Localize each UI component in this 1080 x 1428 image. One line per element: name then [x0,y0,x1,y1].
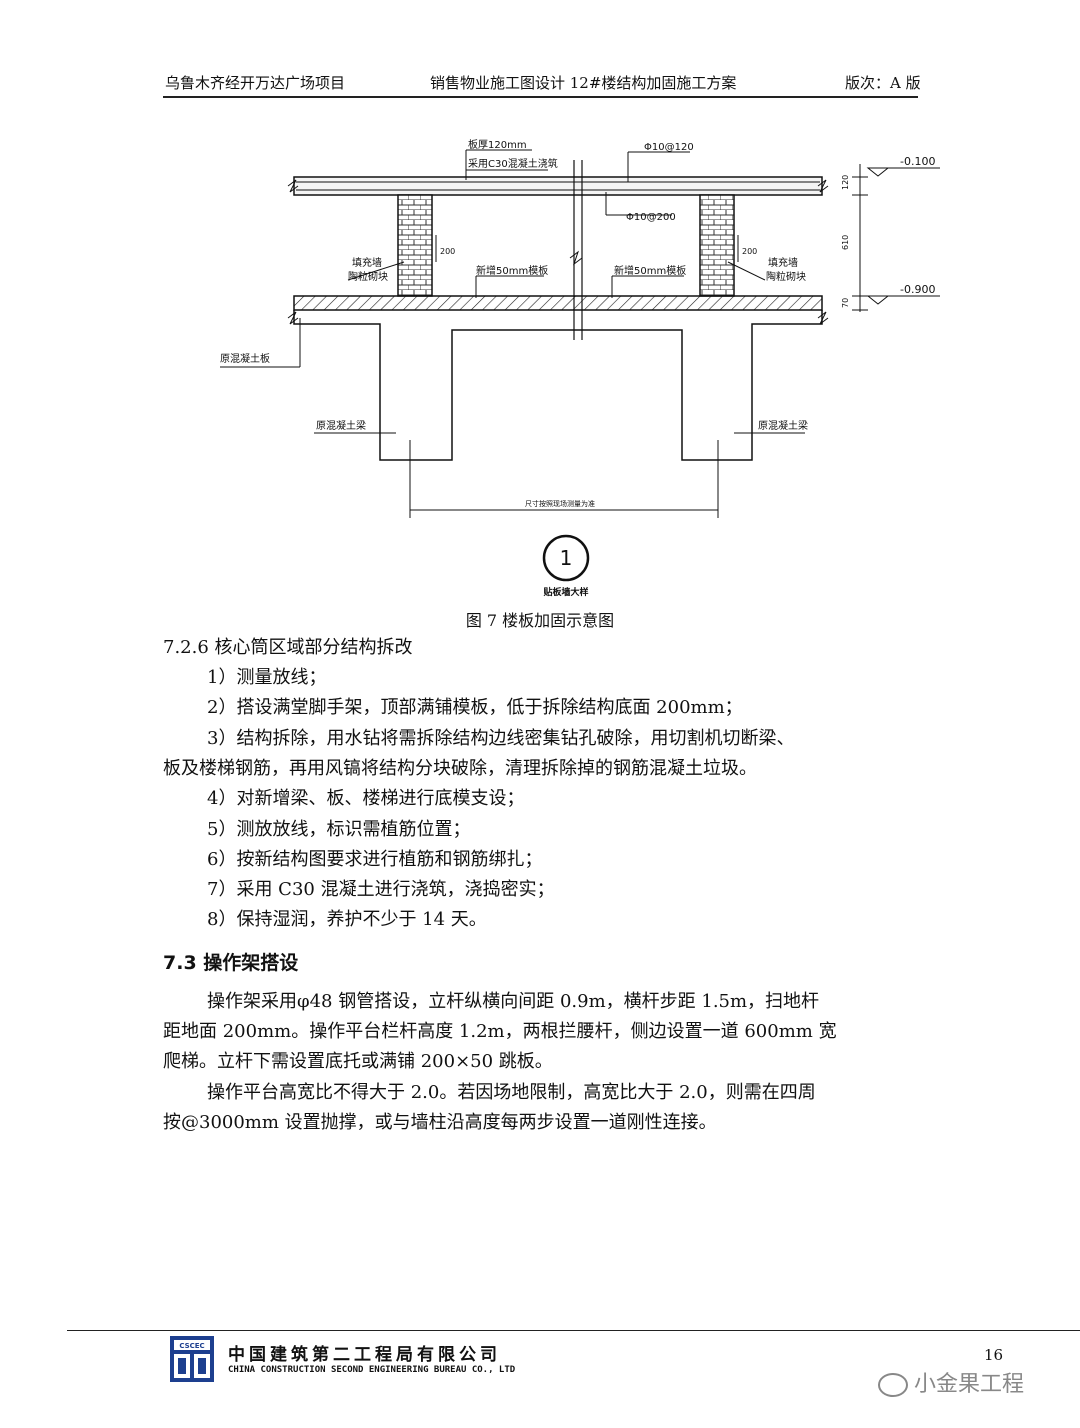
paragraph-line: 距地面 200mm。操作平台栏杆高度 1.2m，两根拦腰杆，侧边设置一道 600… [163,1021,837,1042]
paragraph-line: 操作架采用φ48 钢管搭设，立杆纵横向间距 0.9m，横杆步距 1.5m，扫地杆 [207,991,820,1012]
svg-text:板厚120mm: 板厚120mm [468,138,527,151]
svg-text:原混凝土梁: 原混凝土梁 [316,419,366,432]
svg-text:尺寸按照现场测量为准: 尺寸按照现场测量为准 [525,499,595,508]
svg-text:610: 610 [841,235,850,250]
svg-text:1: 1 [560,546,573,570]
footer-rule [67,1330,1080,1331]
svg-text:新增50mm模板: 新增50mm模板 [476,264,548,277]
step-item-continued: 板及楼梯钢筋，再用风镐将结构分块破除，清理拆除掉的钢筋混凝土垃圾。 [163,758,757,779]
paragraph-line: 按@3000mm 设置抛撑，或与墙柱沿高度每两步设置一道刚性连接。 [163,1112,717,1133]
svg-text:70: 70 [841,298,850,308]
fill-wall-left [397,194,433,297]
new-concrete-slab [293,176,823,196]
step-item: 3）结构拆除，用水钻将需拆除结构边线密集钻孔破除，用切割机切断梁、 [207,728,795,749]
original-slab-hatch [293,295,823,311]
step-item: 4）对新增梁、板、楼梯进行底模支设； [207,788,525,809]
svg-text:200: 200 [742,247,757,256]
company-name-cn: 中国建筑第二工程局有限公司 [228,1345,501,1365]
paragraph-line: 爬梯。立杆下需设置底托或满铺 200×50 跳板。 [163,1051,553,1072]
step-item: 8）保持湿润，养护不少于 14 天。 [207,909,487,930]
svg-text:贴板墙大样: 贴板墙大样 [543,586,588,598]
svg-text:Φ10@200: Φ10@200 [626,212,676,223]
svg-text:-0.100: -0.100 [900,155,935,168]
step-item: 6）按新结构图要求进行植筋和钢筋绑扎； [207,849,543,870]
header-version: 版次：A 版 [845,74,921,92]
svg-text:CSCEC: CSCEC [179,1342,204,1350]
step-item: 5）测放放线，标识需植筋位置； [207,819,471,840]
wechat-icon [878,1373,908,1397]
svg-text:原混凝土梁: 原混凝土梁 [758,419,808,432]
watermark: 小金果工程 [878,1366,1024,1398]
section-73-heading: 7.3 操作架搭设 [163,952,299,974]
svg-text:填充墙: 填充墙 [352,256,382,269]
svg-text:120: 120 [841,175,850,190]
header-document-title: 销售物业施工图设计 12#楼结构加固施工方案 [430,74,737,92]
cscec-logo: CSCEC [170,1336,214,1382]
original-slab-beams [293,310,823,461]
svg-text:-0.900: -0.900 [900,283,935,296]
svg-text:Φ10@120: Φ10@120 [644,142,694,153]
header-rule [163,96,918,98]
svg-text:采用C30混凝土浇筑: 采用C30混凝土浇筑 [468,157,558,170]
watermark-text: 小金果工程 [914,1372,1025,1397]
svg-text:新增50mm模板: 新增50mm模板 [614,264,686,277]
svg-text:200: 200 [440,247,455,256]
svg-text:填充墙: 填充墙 [768,256,798,269]
page-number: 16 [984,1346,1004,1364]
step-item: 7）采用 C30 混凝土进行浇筑，浇捣密实； [207,879,555,900]
header-project: 乌鲁木齐经开万达广场项目 [165,74,346,92]
svg-text:陶粒砌块: 陶粒砌块 [766,270,806,283]
floor-slab-reinforcement-drawing: 板厚120mm 采用C30混凝土浇筑 Φ10@120 Φ10@200 -0.10… [220,138,940,598]
svg-text:陶粒砌块: 陶粒砌块 [348,270,388,283]
company-name-en: CHINA CONSTRUCTION SECOND ENGINEERING BU… [228,1365,516,1375]
section-726-title: 7.2.6 核心筒区域部分结构拆改 [163,637,413,658]
detail-circle [542,534,590,582]
step-item: 1）测量放线； [207,667,327,688]
figure-caption: 图 7 楼板加固示意图 [465,611,615,630]
paragraph-line: 操作平台高宽比不得大于 2.0。若因场地限制，高宽比大于 2.0，则需在四周 [207,1082,816,1103]
fill-wall-right [699,194,735,297]
step-item: 2）搭设满堂脚手架，顶部满铺模板，低于拆除结构底面 200mm； [207,697,743,718]
svg-text:原混凝土板: 原混凝土板 [220,352,270,365]
